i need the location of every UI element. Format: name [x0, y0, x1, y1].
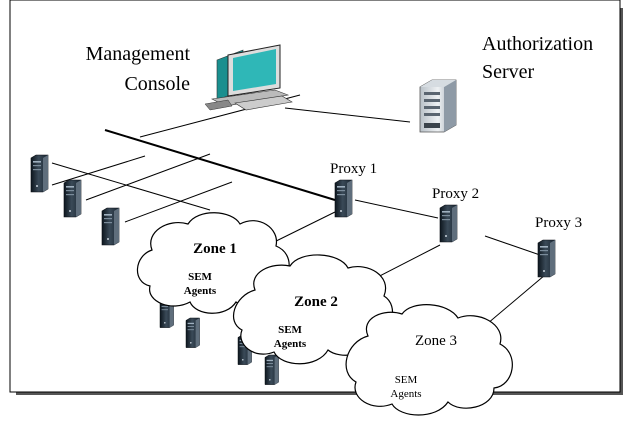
zone-2-agents-line2: Agents	[274, 338, 307, 350]
authorization-server	[419, 79, 457, 133]
management-console-computer	[204, 44, 293, 111]
zone-3-cloud	[345, 304, 513, 416]
zone-1-agents-line1: SEM	[188, 271, 212, 283]
authorization-server-label-line1: Authorization	[482, 33, 593, 55]
server-tower-icon	[101, 207, 120, 246]
zone-3-agents-line2: Agents	[390, 388, 421, 400]
management-console-label-line2: Console	[124, 73, 190, 95]
server-tower-icon	[334, 179, 353, 218]
zone-2-agents-line1: SEM	[278, 324, 302, 336]
server-tower-icon	[537, 239, 556, 278]
authorization-server-label-line2: Server	[482, 61, 535, 83]
zone-3-agents-line1: SEM	[395, 374, 418, 386]
server-tower-icon	[185, 317, 201, 349]
zone-1-agents-line2: Agents	[184, 285, 217, 297]
management-console-label-line1: Management	[86, 43, 191, 65]
server-tower-icon	[439, 204, 458, 243]
cloud-icon	[345, 304, 513, 416]
zone-3-label: Zone 3	[415, 333, 457, 349]
server-tower-icon	[30, 154, 49, 193]
server-tower-icon	[63, 179, 82, 218]
server-tower-icon	[419, 79, 457, 133]
computer-monitor-icon	[204, 44, 293, 111]
proxy-3-label: Proxy 3	[535, 215, 582, 231]
server-tower-icon	[264, 354, 280, 386]
proxy-2-label: Proxy 2	[432, 186, 479, 202]
proxy-1-label: Proxy 1	[330, 161, 377, 177]
zone-2-label: Zone 2	[294, 294, 338, 310]
zone-1-label: Zone 1	[193, 241, 237, 257]
